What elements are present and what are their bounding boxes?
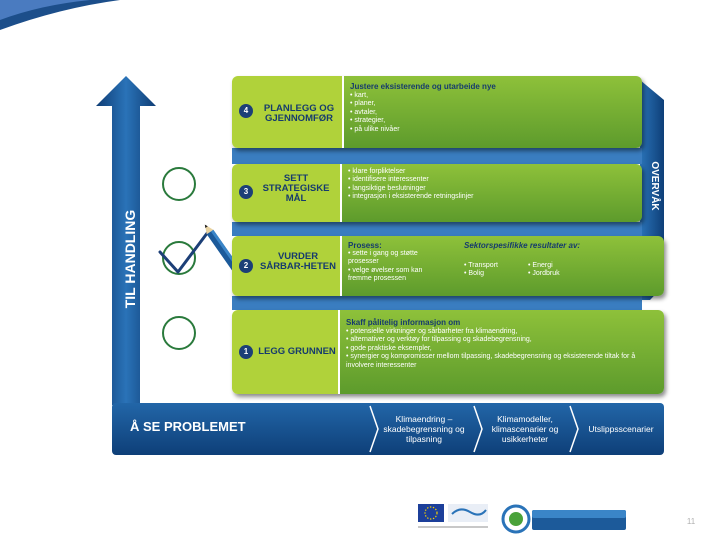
- bottom-title: Å SE PROBLEMET: [130, 417, 360, 437]
- bottom-item-2: Klimamodeller, klimascenarier og usikker…: [482, 414, 568, 444]
- footer: [0, 484, 720, 540]
- baltic-sea-region-logo: [448, 504, 488, 522]
- bottom-item-3: Utslippsscenarier: [580, 424, 662, 434]
- eu-flag-logo: [418, 504, 444, 522]
- page-number: 11: [676, 517, 706, 529]
- balticclimate-logo: [503, 506, 626, 532]
- bottom-item-1: Klimaendring – skadebegrensning og tilpa…: [378, 414, 470, 444]
